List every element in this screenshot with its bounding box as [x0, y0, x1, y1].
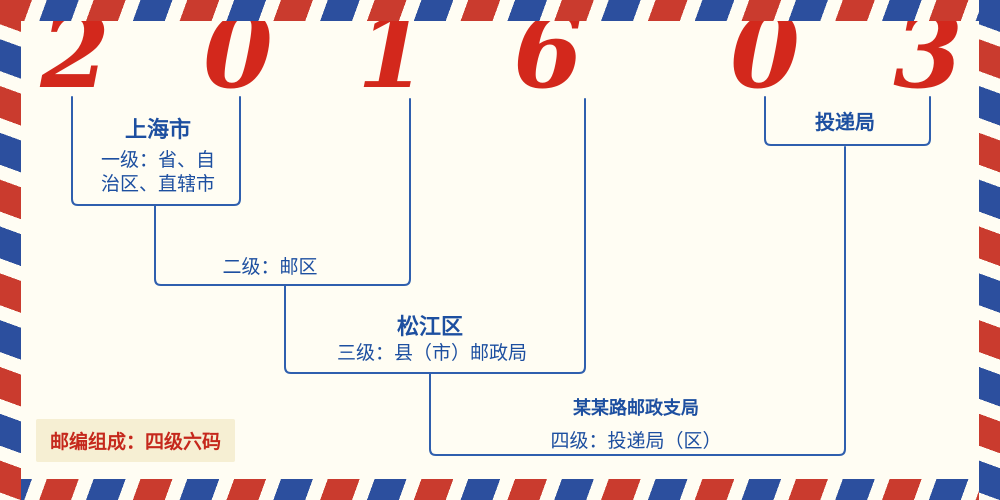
- label-level1-desc-line2: 治区、直辖市: [100, 173, 216, 195]
- label-level1-desc-line1: 一级：省、自: [100, 149, 216, 171]
- connector-level2: [154, 98, 411, 286]
- airmail-border-right: [979, 0, 1000, 500]
- label-delivery-office: 投递局: [815, 110, 875, 134]
- note-composition: 邮编组成：四级六码: [36, 419, 236, 462]
- airmail-border-bottom: [0, 479, 1000, 500]
- connector-level3: [284, 98, 586, 374]
- connector-level4: [429, 146, 846, 456]
- label-level3-district: 松江区: [396, 315, 464, 340]
- label-level2-desc: 二级：邮区: [222, 256, 318, 278]
- airmail-border-top: [0, 0, 1000, 21]
- label-level4-branch: 某某路邮政支局: [573, 398, 699, 419]
- airmail-border-left: [0, 0, 21, 500]
- bracket-delivery-office: [764, 96, 931, 146]
- label-level3-desc: 三级：县（市）邮政局: [336, 342, 528, 364]
- label-level1-city: 上海市: [124, 118, 192, 143]
- label-level4-desc: 四级：投递局（区）: [550, 430, 722, 452]
